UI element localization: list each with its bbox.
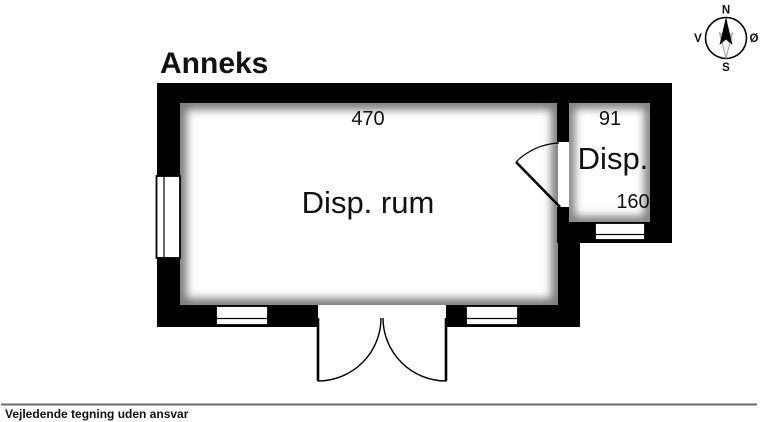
compass-needle-north xyxy=(719,17,733,45)
small-room-label: Disp. xyxy=(578,141,649,176)
compass-north-label: N xyxy=(722,5,730,17)
wall-partition-top xyxy=(557,103,569,142)
interior-door xyxy=(515,142,561,208)
interior-walls xyxy=(557,103,569,222)
wall-right xyxy=(650,83,672,243)
small-room-width-dim: 91 xyxy=(599,108,621,130)
compass-south-label: S xyxy=(722,62,730,74)
wall-partition-bottom xyxy=(557,207,569,222)
double-entry-door xyxy=(316,317,448,382)
small-room-depth-dim: 160 xyxy=(616,191,649,213)
footer-disclaimer: Vejledende tegning uden ansvar xyxy=(5,407,189,421)
window-small-room xyxy=(594,222,646,241)
window-bottom-left xyxy=(215,305,269,326)
window-left-wall xyxy=(155,175,181,259)
main-room-width-dim: 470 xyxy=(351,108,384,130)
compass-east-label: Ø xyxy=(750,33,759,45)
windows xyxy=(155,175,646,326)
compass-west-label: V xyxy=(694,33,702,45)
doors xyxy=(316,142,561,382)
compass-rose: N S V Ø xyxy=(694,5,758,75)
window-bottom-right xyxy=(465,305,519,326)
main-room-label: Disp. rum xyxy=(302,185,435,220)
wall-mid-vertical xyxy=(558,243,580,327)
wall-top xyxy=(157,83,672,103)
page-title: Anneks xyxy=(160,47,268,80)
